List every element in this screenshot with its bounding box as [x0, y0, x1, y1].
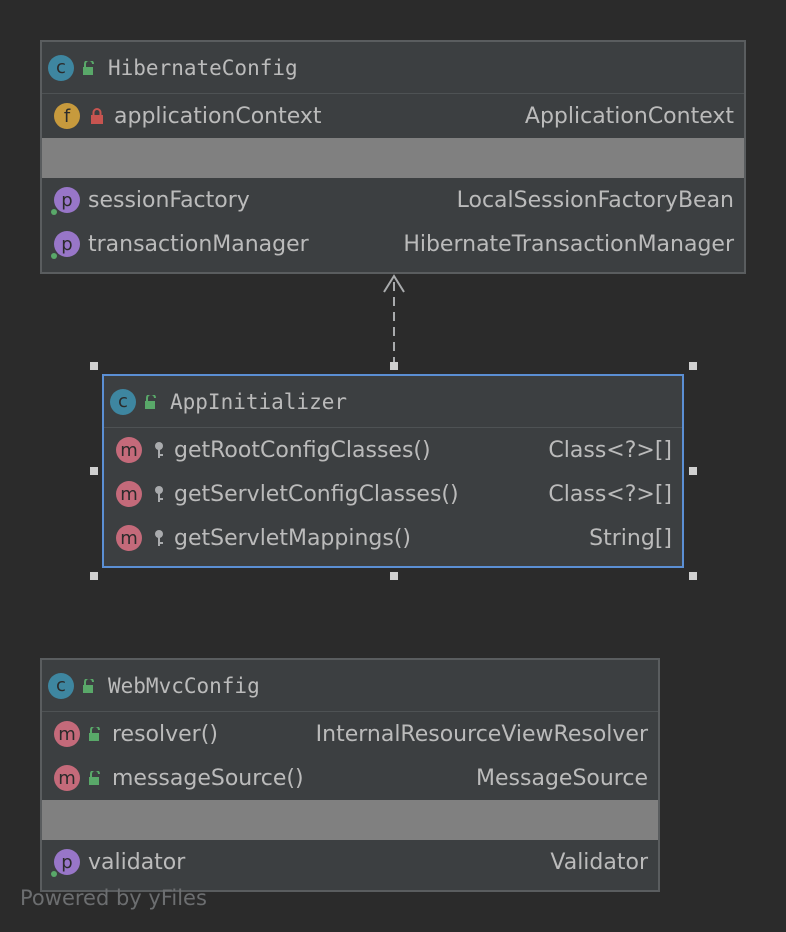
method-return-type: InternalResourceViewResolver	[315, 721, 648, 747]
property-row[interactable]: p validator Validator	[42, 840, 658, 884]
field-row[interactable]: f applicationContext ApplicationContext	[42, 94, 744, 138]
resize-handle[interactable]	[689, 572, 697, 580]
method-name: messageSource()	[112, 765, 304, 791]
class-header: c AppInitializer	[104, 376, 682, 428]
property-icon: p	[51, 849, 80, 877]
class-node-hibernate-config[interactable]: c HibernateConfig f applicationContext A…	[40, 40, 746, 274]
public-lock-icon	[89, 727, 100, 741]
field-type: ApplicationContext	[524, 103, 734, 129]
method-row[interactable]: m resolver() InternalResourceViewResolve…	[42, 712, 658, 756]
property-row[interactable]: p transactionManager HibernateTransactio…	[42, 222, 744, 266]
property-type: HibernateTransactionManager	[403, 231, 734, 257]
private-lock-icon	[91, 108, 103, 124]
protected-key-icon	[155, 486, 163, 502]
empty-methods-section	[42, 138, 744, 178]
class-node-webmvc-config[interactable]: c WebMvcConfig m resolver() InternalReso…	[40, 658, 660, 892]
resize-handle[interactable]	[689, 467, 697, 475]
field-icon: f	[54, 103, 80, 129]
class-title: AppInitializer	[170, 389, 348, 414]
class-header: c WebMvcConfig	[42, 660, 658, 712]
method-name: getServletConfigClasses()	[174, 481, 459, 507]
public-lock-icon	[83, 678, 94, 693]
method-name: resolver()	[112, 721, 218, 747]
public-lock-icon	[83, 60, 94, 75]
method-return-type: Class<?>[]	[548, 437, 672, 463]
method-row[interactable]: m getServletConfigClasses() Class<?>[]	[104, 472, 682, 516]
protected-key-icon	[155, 530, 163, 546]
class-header: c HibernateConfig	[42, 42, 744, 94]
protected-key-icon	[155, 442, 163, 458]
resize-handle[interactable]	[390, 362, 398, 370]
method-icon: m	[116, 525, 142, 551]
method-name: getServletMappings()	[174, 525, 412, 551]
class-title: HibernateConfig	[108, 55, 298, 80]
property-type: Validator	[550, 849, 648, 875]
method-icon: m	[54, 765, 80, 791]
method-icon: m	[116, 481, 142, 507]
public-lock-icon	[89, 771, 100, 785]
resize-handle[interactable]	[390, 572, 398, 580]
resize-handle[interactable]	[90, 362, 98, 370]
method-icon: m	[116, 437, 142, 463]
property-row[interactable]: p sessionFactory LocalSessionFactoryBean	[42, 178, 744, 222]
property-name: sessionFactory	[88, 187, 250, 213]
method-name: getRootConfigClasses()	[174, 437, 431, 463]
method-return-type: Class<?>[]	[548, 481, 672, 507]
property-name: transactionManager	[88, 231, 309, 257]
method-row[interactable]: m messageSource() MessageSource	[42, 756, 658, 800]
method-return-type: MessageSource	[476, 765, 648, 791]
public-lock-icon	[145, 394, 156, 409]
resize-handle[interactable]	[90, 467, 98, 475]
method-row[interactable]: m getServletMappings() String[]	[104, 516, 682, 560]
method-icon: m	[54, 721, 80, 747]
method-return-type: String[]	[589, 525, 672, 551]
resize-handle[interactable]	[90, 572, 98, 580]
class-title: WebMvcConfig	[108, 673, 260, 698]
class-icon: c	[48, 672, 74, 699]
watermark: Powered by yFiles	[20, 886, 207, 910]
empty-fields-section	[42, 800, 658, 840]
resize-handle[interactable]	[689, 362, 697, 370]
field-name: applicationContext	[114, 103, 322, 129]
class-node-app-initializer[interactable]: c AppInitializer m getRootConfigClasses(…	[102, 374, 684, 568]
method-row[interactable]: m getRootConfigClasses() Class<?>[]	[104, 428, 682, 472]
property-name: validator	[88, 849, 186, 875]
class-icon: c	[48, 54, 74, 81]
property-icon: p	[51, 231, 80, 259]
property-icon: p	[51, 187, 80, 215]
property-type: LocalSessionFactoryBean	[456, 187, 734, 213]
class-icon: c	[110, 388, 136, 415]
